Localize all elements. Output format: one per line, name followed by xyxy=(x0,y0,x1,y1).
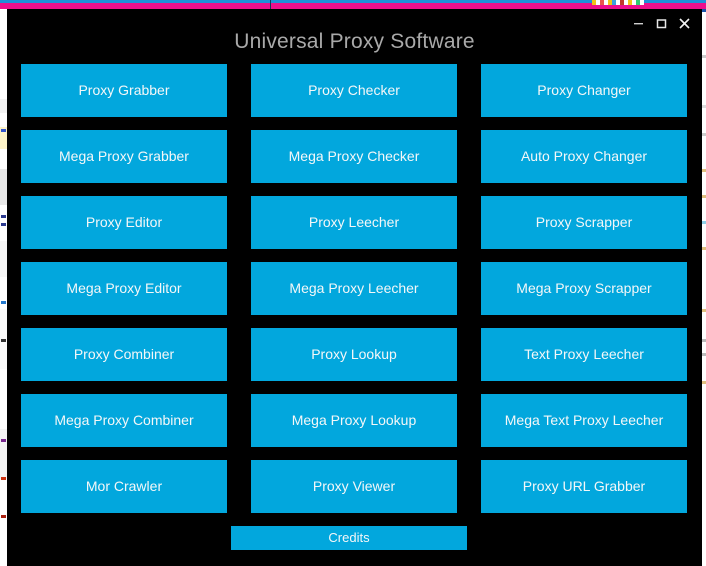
page-title: Universal Proxy Software xyxy=(234,30,475,53)
system-tray-sliver xyxy=(592,0,644,5)
application-window: Universal Proxy Software xyxy=(7,9,702,566)
tool-button-mega-proxy-editor[interactable]: Mega Proxy Editor xyxy=(21,262,227,315)
tool-row: Proxy Editor Proxy Leecher Proxy Scrappe… xyxy=(21,196,687,249)
tool-button-proxy-changer[interactable]: Proxy Changer xyxy=(481,64,687,117)
tool-button-proxy-combiner[interactable]: Proxy Combiner xyxy=(21,328,227,381)
maximize-button[interactable] xyxy=(650,13,673,33)
tool-row: Mor Crawler Proxy Viewer Proxy URL Grabb… xyxy=(21,460,687,513)
tool-button-mega-proxy-lookup[interactable]: Mega Proxy Lookup xyxy=(251,394,457,447)
tool-button-proxy-scrapper[interactable]: Proxy Scrapper xyxy=(481,196,687,249)
background-window-left-sliver xyxy=(0,9,7,566)
minimize-button[interactable] xyxy=(627,13,650,33)
tool-button-proxy-lookup[interactable]: Proxy Lookup xyxy=(251,328,457,381)
tool-row: Mega Proxy Combiner Mega Proxy Lookup Me… xyxy=(21,394,687,447)
tool-button-proxy-viewer[interactable]: Proxy Viewer xyxy=(251,460,457,513)
close-button[interactable] xyxy=(673,13,696,33)
tool-row: Proxy Grabber Proxy Checker Proxy Change… xyxy=(21,64,687,117)
desktop-stripe-blue-right xyxy=(600,0,706,3)
credits-button[interactable]: Credits xyxy=(231,526,467,550)
tool-row: Mega Proxy Editor Mega Proxy Leecher Meg… xyxy=(21,262,687,315)
tool-row: Mega Proxy Grabber Mega Proxy Checker Au… xyxy=(21,130,687,183)
desktop-stripe-magenta xyxy=(0,3,706,9)
tool-button-text-proxy-leecher[interactable]: Text Proxy Leecher xyxy=(481,328,687,381)
tool-button-proxy-url-grabber[interactable]: Proxy URL Grabber xyxy=(481,460,687,513)
tool-button-mega-proxy-leecher[interactable]: Mega Proxy Leecher xyxy=(251,262,457,315)
background-window-seam xyxy=(270,0,271,9)
tool-button-mega-proxy-combiner[interactable]: Mega Proxy Combiner xyxy=(21,394,227,447)
window-controls xyxy=(627,12,696,34)
tool-button-mega-proxy-checker[interactable]: Mega Proxy Checker xyxy=(251,130,457,183)
tool-button-grid: Proxy Grabber Proxy Checker Proxy Change… xyxy=(21,64,687,550)
tool-button-proxy-leecher[interactable]: Proxy Leecher xyxy=(251,196,457,249)
tool-button-proxy-checker[interactable]: Proxy Checker xyxy=(251,64,457,117)
tool-button-proxy-grabber[interactable]: Proxy Grabber xyxy=(21,64,227,117)
tool-button-mega-text-proxy-leecher[interactable]: Mega Text Proxy Leecher xyxy=(481,394,687,447)
tool-button-mega-proxy-scrapper[interactable]: Mega Proxy Scrapper xyxy=(481,262,687,315)
title-bar: Universal Proxy Software xyxy=(7,9,702,65)
credits-row: Credits xyxy=(21,526,687,550)
tool-row: Proxy Combiner Proxy Lookup Text Proxy L… xyxy=(21,328,687,381)
desktop-stripe-blue xyxy=(0,0,706,3)
tool-button-mega-proxy-grabber[interactable]: Mega Proxy Grabber xyxy=(21,130,227,183)
tool-button-auto-proxy-changer[interactable]: Auto Proxy Changer xyxy=(481,130,687,183)
tool-button-proxy-editor[interactable]: Proxy Editor xyxy=(21,196,227,249)
background-window-right-sliver xyxy=(702,9,706,566)
tool-button-mor-crawler[interactable]: Mor Crawler xyxy=(21,460,227,513)
